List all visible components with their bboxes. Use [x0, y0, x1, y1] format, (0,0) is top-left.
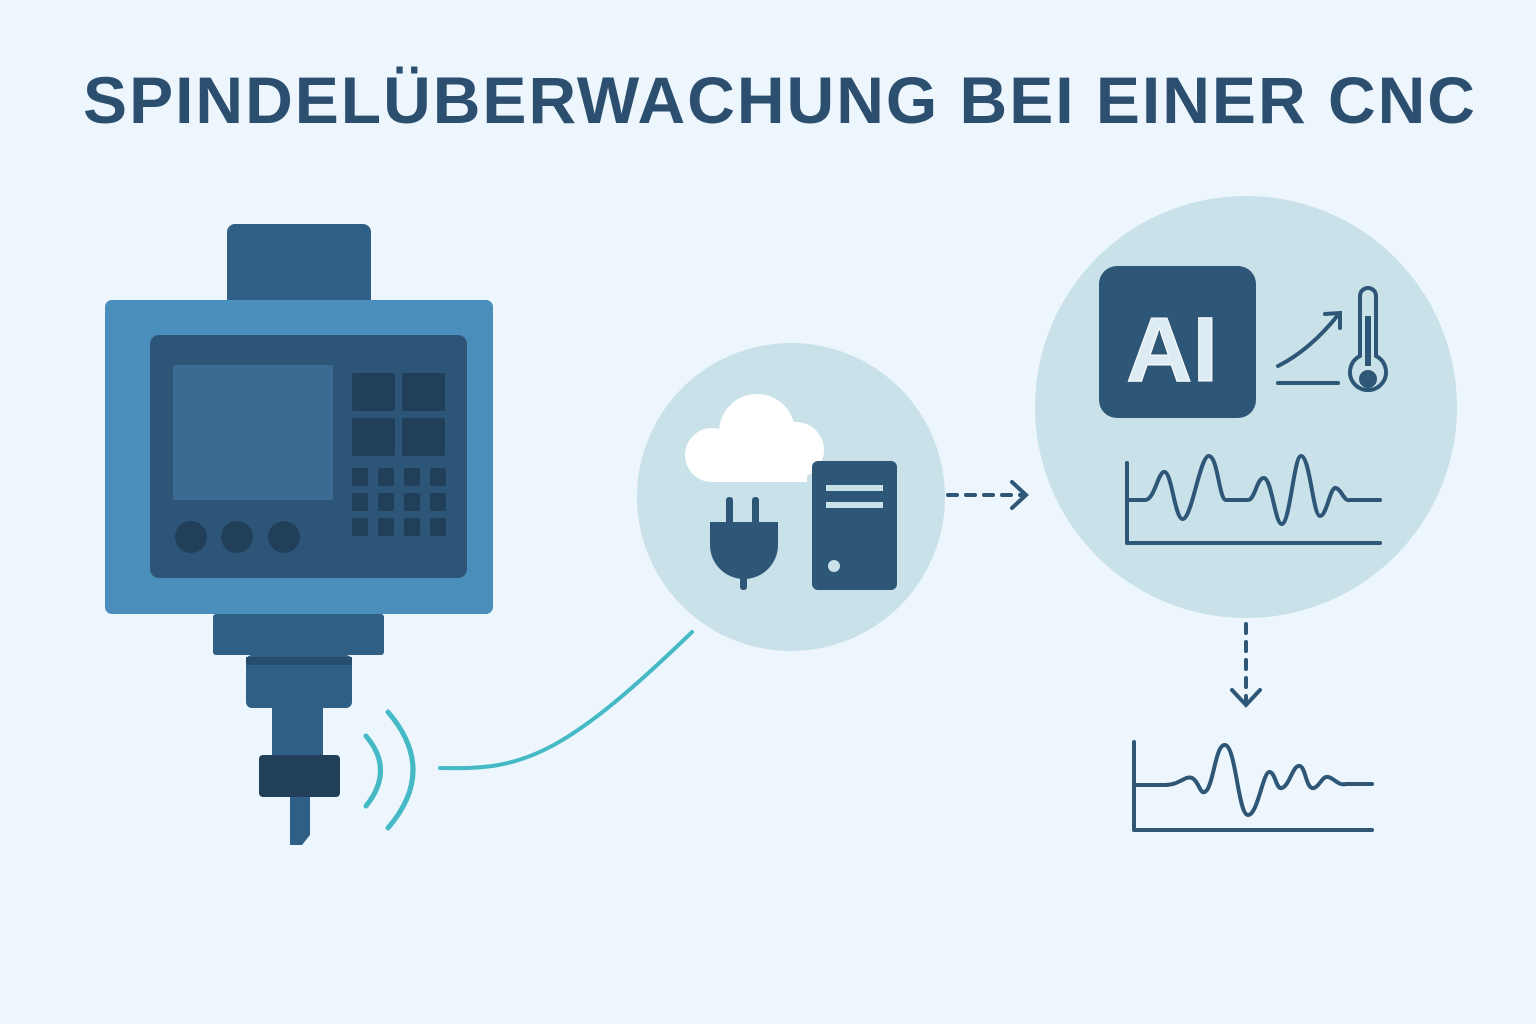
- arrow-right-icon: [946, 480, 1029, 510]
- connectivity-circle: [637, 343, 945, 651]
- thermometer-icon: [1348, 286, 1388, 393]
- ai-icon: AI: [1099, 266, 1256, 418]
- plug-icon: [710, 497, 778, 590]
- cnc-machine-icon: [105, 224, 493, 845]
- keypad: [175, 373, 446, 553]
- tool-chuck: [259, 755, 340, 797]
- arrow-down-icon: [1230, 622, 1262, 708]
- cloud-icon: [685, 394, 824, 482]
- server-icon: [812, 461, 897, 590]
- machine-screen: [173, 365, 333, 500]
- page-title: SPINDELÜBERWACHUNG BEI EINER CNC: [83, 63, 1477, 137]
- data-cable: [438, 630, 694, 771]
- cutting-tool: [290, 797, 310, 845]
- spindle-housing: [213, 614, 384, 655]
- result-chart-icon: [1132, 740, 1374, 832]
- vibration-chart-icon: [1125, 454, 1382, 545]
- trend-arrow-icon: [1276, 310, 1342, 385]
- ai-label: AI: [1126, 299, 1218, 401]
- sensor-wave-icon: [363, 709, 416, 831]
